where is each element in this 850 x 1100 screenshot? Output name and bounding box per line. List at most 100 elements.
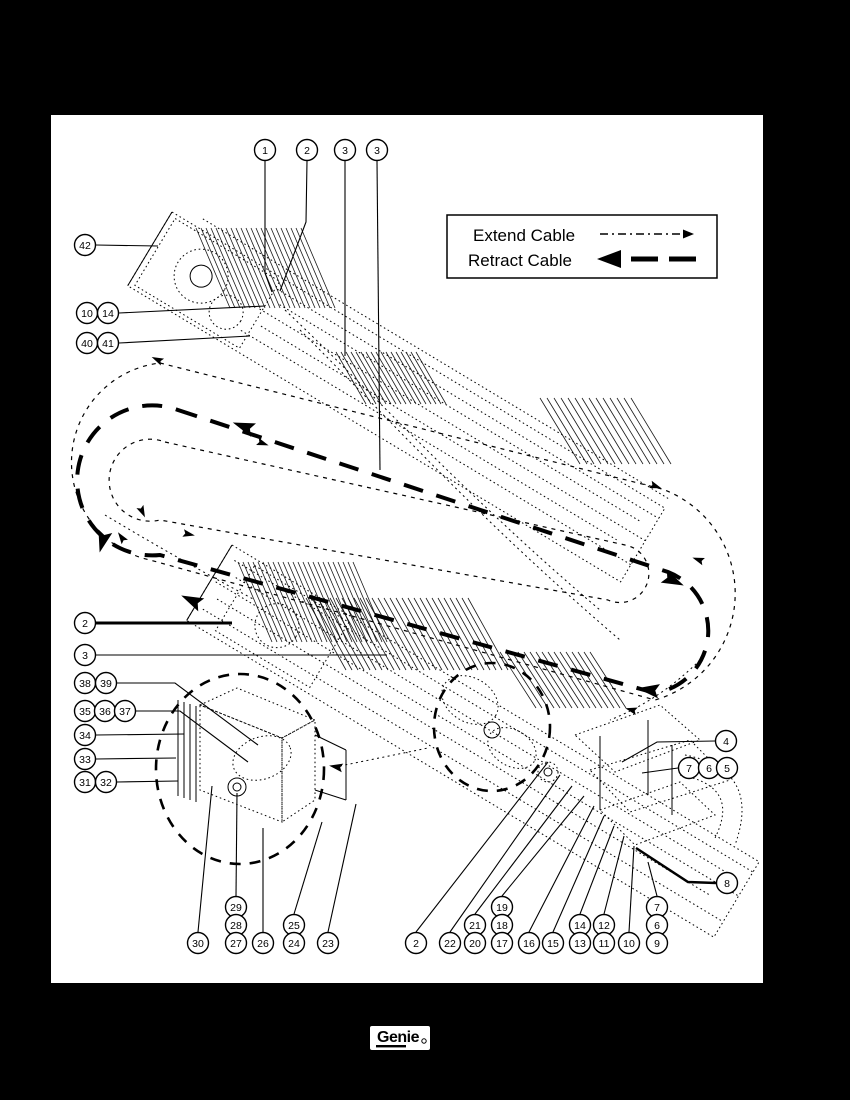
callout-circle <box>715 756 739 780</box>
fork-arm-inner <box>679 774 724 841</box>
logo-tagline-bar <box>376 1045 406 1048</box>
legend-extend-label: Extend Cable <box>473 226 575 245</box>
callout-14: 14 <box>96 301 266 325</box>
callout-3: 3 <box>73 643 387 667</box>
callout-circle <box>73 233 97 257</box>
callout-41: 41 <box>96 331 251 355</box>
callout-number: 5 <box>724 763 730 775</box>
callout-number: 26 <box>257 938 269 950</box>
leader-line <box>376 160 381 471</box>
callout-24: 24 <box>282 931 306 955</box>
retract-direction-arrow-icon <box>181 595 205 612</box>
callout-number: 19 <box>496 902 508 914</box>
callout-circle <box>463 931 487 955</box>
cable-direction-arrows <box>98 357 705 773</box>
leader-line <box>293 821 323 915</box>
callout-number: 22 <box>444 938 456 950</box>
callout-number: 27 <box>230 938 242 950</box>
retract-cable-loop <box>75 403 711 696</box>
callout-circle <box>316 931 340 955</box>
callout-number: 11 <box>599 938 610 950</box>
callout-number: 9 <box>654 938 660 950</box>
gearbox-front <box>199 704 283 823</box>
carriage-assembly <box>537 704 743 846</box>
extend-arrow-icon <box>683 229 694 239</box>
callout-circle <box>404 931 428 955</box>
callout-number: 16 <box>523 938 535 950</box>
callout-27: 27 <box>224 931 248 955</box>
callout-circle <box>365 138 389 162</box>
callout-22: 22 <box>438 774 561 955</box>
extend-direction-arrow-icon <box>649 480 662 489</box>
callout-circle <box>73 723 97 747</box>
callout-circle <box>333 138 357 162</box>
fork-arm <box>684 754 743 846</box>
logo-plate <box>370 1026 430 1050</box>
callout-number: 38 <box>79 678 91 690</box>
hatch-patch <box>305 597 509 671</box>
logo-wordmark: Genie <box>377 1029 420 1046</box>
winch-motor <box>441 675 499 725</box>
callout-40: 40 <box>75 331 99 355</box>
leader-line <box>474 785 573 915</box>
extend-direction-arrow-icon <box>256 437 269 446</box>
callout-15: 15 <box>541 815 605 955</box>
callout-38: 38 <box>73 671 97 695</box>
extend-direction-arrow-icon <box>625 707 638 715</box>
leader-line <box>279 160 308 292</box>
callout-circle <box>73 611 97 635</box>
leader-line <box>118 335 251 344</box>
callout-16: 16 <box>517 805 595 955</box>
callout-circle <box>73 747 97 771</box>
leader-line <box>628 845 635 933</box>
leader-line <box>95 733 185 736</box>
extend-cable-outer-loop <box>70 362 736 701</box>
callout-2: 2 <box>279 138 319 292</box>
callout-number: 35 <box>79 706 91 718</box>
callout-circle <box>113 699 137 723</box>
callout-circle <box>438 931 462 955</box>
callout-number: 41 <box>102 338 114 350</box>
callout-number: 10 <box>623 938 635 950</box>
callout-number: 14 <box>574 920 586 932</box>
callout-10: 10 <box>75 301 99 325</box>
callout-circle <box>592 931 616 955</box>
callout-number: 1 <box>262 145 268 157</box>
hatch-patch <box>539 397 672 465</box>
leader-line <box>528 805 595 933</box>
callout-number: 24 <box>288 938 300 950</box>
callout-number: 7 <box>654 902 660 914</box>
callout-14: 14 <box>568 825 615 937</box>
cable-run <box>284 309 601 611</box>
gearbox-side <box>281 719 316 823</box>
callout-number: 8 <box>724 878 730 890</box>
retract-arrow-icon <box>597 250 621 268</box>
callout-17: 17 <box>490 931 514 955</box>
hatch-patch <box>237 561 388 643</box>
gearbox-top <box>198 687 317 739</box>
callout-30: 30 <box>186 785 213 955</box>
callout-number: 2 <box>413 938 419 950</box>
winch-drum <box>487 727 537 769</box>
leader-line <box>327 803 357 933</box>
hatch-patch <box>499 651 627 709</box>
callout-number: 17 <box>496 938 508 950</box>
carriage-plate-top <box>574 704 701 773</box>
callout-10: 10 <box>617 845 641 955</box>
hatch-texture-layer <box>195 227 672 709</box>
callout-number: 12 <box>598 920 610 932</box>
callout-42: 42 <box>73 233 159 257</box>
callout-7: 7 <box>645 861 669 919</box>
hatch-patch <box>335 351 447 405</box>
callout-number: 39 <box>100 678 112 690</box>
callout-number: 31 <box>79 777 91 789</box>
callout-circle <box>96 331 120 355</box>
callout-number: 32 <box>100 777 112 789</box>
lower-pulley <box>254 603 300 649</box>
callout-number: 13 <box>574 938 586 950</box>
leader-line <box>621 740 716 763</box>
callout-circle <box>251 931 275 955</box>
callout-number: 3 <box>82 650 88 662</box>
callout-number: 10 <box>81 308 93 320</box>
